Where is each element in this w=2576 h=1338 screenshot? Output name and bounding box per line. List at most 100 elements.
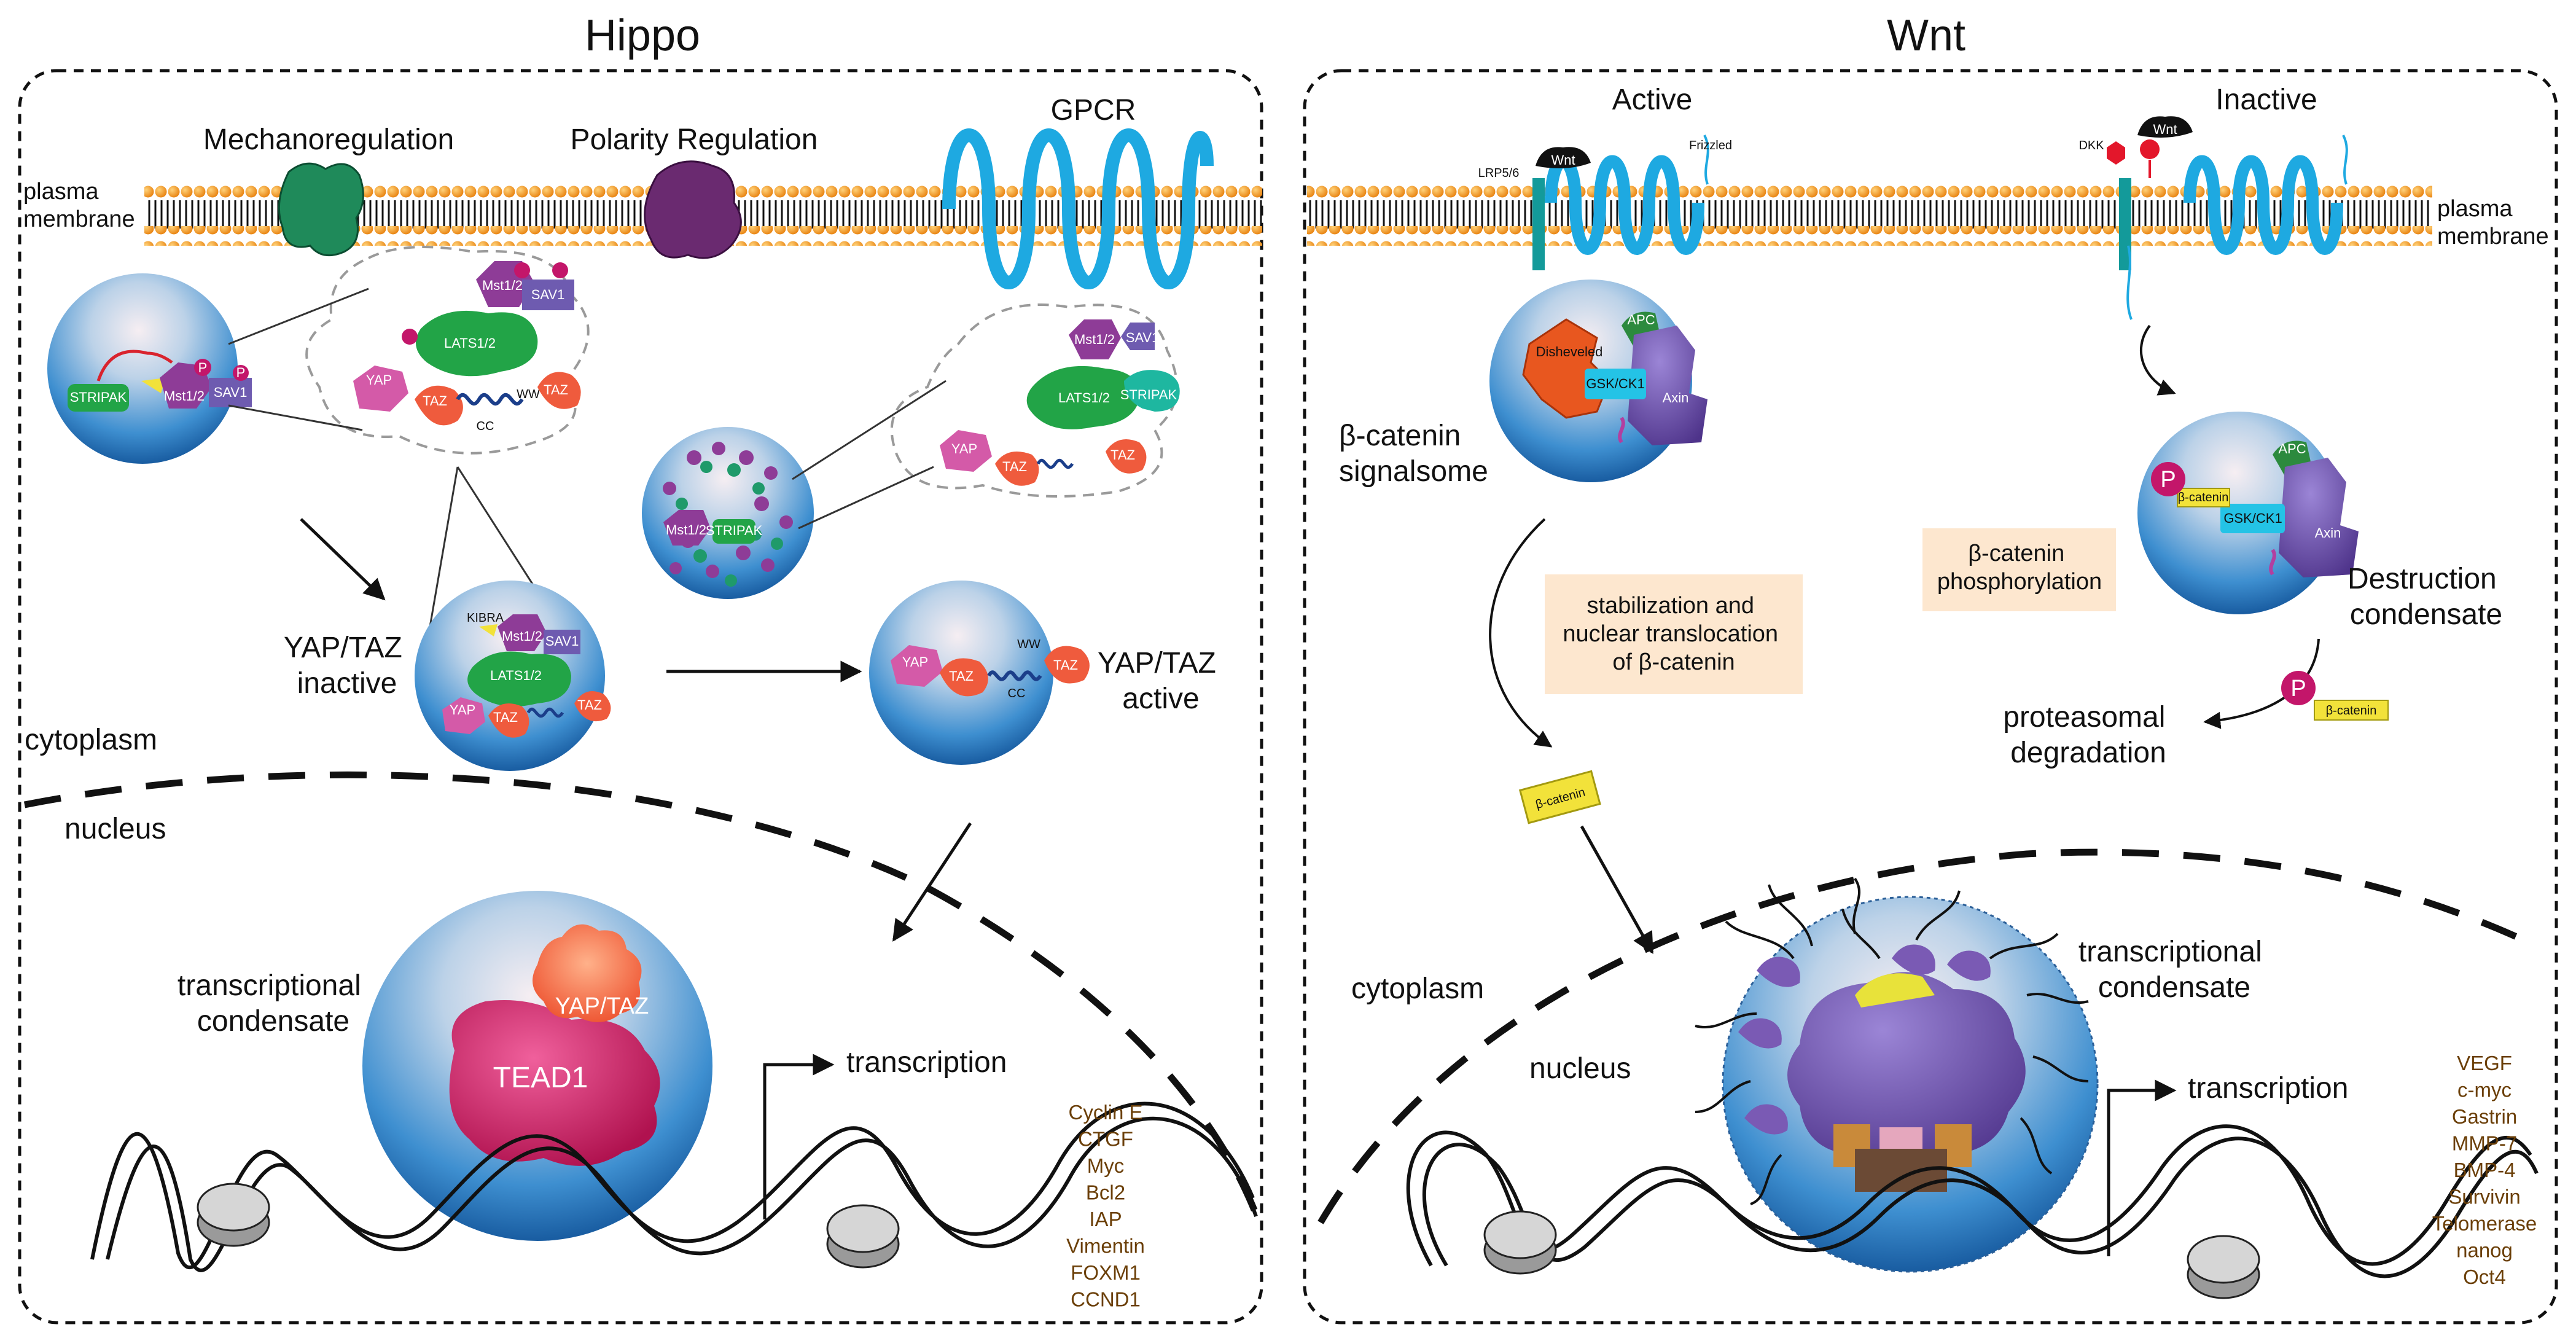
svg-text:TAZ: TAZ (493, 710, 518, 725)
hippo-nuclear-envelope (23, 771, 1263, 1224)
signalsome-label: β-catenin signalsome (1339, 420, 1488, 488)
dkk-label: DKK (2078, 139, 2104, 152)
svg-text:CC: CC (477, 420, 494, 433)
gene-hippo-2: Myc (1087, 1154, 1125, 1177)
svg-text:TAZ: TAZ (1002, 459, 1027, 474)
svg-text:TEAD1: TEAD1 (493, 1062, 588, 1094)
svg-text:Mst1/2: Mst1/2 (666, 522, 706, 538)
svg-text:YAP: YAP (951, 441, 977, 456)
wnt-signalsome-sphere: Disheveled APC Axin GSK/CK1 (1489, 280, 1708, 482)
hippo-zoom-line-6 (798, 466, 934, 530)
svg-text:Mst1/2: Mst1/2 (482, 278, 523, 293)
degradation-label: proteasomal degradation (2003, 701, 2173, 769)
wnt-membrane-label: plasma membrane (2437, 196, 2549, 249)
hippo-sphere-stripak: STRIPAK Mst1/2 SAV1 P P (47, 273, 252, 464)
wnt-nucleus-label: nucleus (1529, 1052, 1631, 1085)
gene-hippo-0: Cyclin E (1068, 1101, 1142, 1124)
svg-text:YAP: YAP (366, 372, 392, 388)
stabilization-box: stabilization and nuclear translocation … (1545, 574, 1803, 694)
yaptaz-active-label: YAP/TAZ active (1098, 647, 1224, 715)
svg-text:TAZ: TAZ (423, 393, 447, 409)
svg-text:APC: APC (1627, 312, 1655, 327)
hippo-arrow-to-inactive (300, 518, 386, 601)
svg-text:SAV1: SAV1 (1126, 330, 1160, 345)
gene-wnt-8: Oct4 (2463, 1266, 2506, 1288)
gene-wnt-1: c-myc (2457, 1079, 2512, 1101)
hippo-arrow-to-nucleus (892, 822, 972, 942)
hippo-cytoplasm-label: cytoplasm (25, 724, 157, 756)
svg-text:CC: CC (1008, 687, 1026, 700)
gene-wnt-6: Telomerase (2432, 1212, 2537, 1235)
hippo-zoom-line-3 (429, 466, 459, 627)
hippo-transcriptional-condensate: TEAD1 YAP/TAZ (362, 891, 712, 1241)
gene-hippo-3: Bcl2 (1086, 1181, 1125, 1204)
hippo-transcription-label: transcription (846, 1046, 1007, 1079)
hippo-zoom-line-1 (228, 288, 369, 345)
svg-text:TAZ: TAZ (1053, 657, 1078, 673)
svg-text:P: P (236, 365, 246, 380)
svg-text:Disheveled: Disheveled (1536, 344, 1603, 359)
svg-text:β-catenin phosphorylatio: β-catenin phosphorylation (1937, 541, 2102, 595)
svg-text:WW: WW (517, 388, 540, 401)
svg-text:P: P (2160, 467, 2176, 493)
svg-text:Mst1/2: Mst1/2 (1074, 332, 1115, 347)
hippo-sphere-stripak-cluster: Mst1/2 STRIPAK (642, 427, 814, 599)
hippo-nucleus-label: nucleus (64, 813, 166, 845)
gene-hippo-1: CTGF (1078, 1128, 1133, 1151)
svg-text:STRIPAK: STRIPAK (70, 389, 127, 405)
svg-text:Mst1/2: Mst1/2 (164, 388, 205, 404)
svg-text:Wnt: Wnt (2153, 122, 2177, 137)
hippo-nucleosome-left (197, 1183, 270, 1247)
wnt-destruction-sphere: APC Axin GSK/CK1 β-catenin P (2137, 412, 2359, 614)
hippo-zoom-line-5 (792, 380, 946, 480)
svg-text:APC: APC (2278, 441, 2306, 456)
hippo-nucleosome-right (826, 1204, 900, 1269)
svg-text:YAP: YAP (902, 654, 928, 670)
svg-text:KIBRA: KIBRA (467, 611, 504, 625)
svg-text:LATS1/2: LATS1/2 (490, 668, 542, 683)
wnt-transcription-label: transcription (2188, 1072, 2348, 1105)
wnt-inactive-receptor: Wnt (2107, 116, 2348, 320)
svg-text:GSK/CK1: GSK/CK1 (1586, 376, 1644, 391)
wnt-title: Wnt (1887, 11, 1965, 60)
wnt-panel-frame (1303, 69, 2558, 1324)
wnt-condensate-label: transcriptional condensate (2078, 936, 2270, 1004)
svg-text:STRIPAK: STRIPAK (1120, 387, 1177, 402)
gene-hippo-7: CCND1 (1071, 1288, 1141, 1311)
phosphorylation-box: β-catenin phosphorylation (1922, 528, 2116, 611)
mechanoregulation-label: Mechanoregulation (203, 123, 454, 156)
svg-text:LATS1/2: LATS1/2 (1058, 390, 1110, 405)
wnt-inactive-label: Inactive (2215, 84, 2317, 116)
free-beta-catenin: β-catenin (1518, 770, 1601, 824)
svg-text:β-catenin: β-catenin (2178, 491, 2229, 504)
mechano-receptor-shape (278, 162, 364, 257)
svg-text:Wnt: Wnt (1551, 152, 1575, 168)
wnt-arrow-to-nucleus (1580, 825, 1654, 955)
svg-text:SAV1: SAV1 (214, 385, 248, 400)
svg-text:P: P (2290, 676, 2306, 702)
svg-text:SAV1: SAV1 (531, 287, 565, 302)
gene-hippo-5: Vimentin (1066, 1235, 1145, 1258)
hippo-inset-right-complex: Mst1/2 SAV1 LATS1/2 STRIPAK YAP TAZ TAZ (940, 319, 1180, 486)
svg-text:TAZ: TAZ (1110, 447, 1135, 463)
gene-wnt-3: MMP-7 (2452, 1132, 2517, 1155)
svg-text:TAZ: TAZ (544, 382, 568, 397)
hippo-condensate-label: transcriptional condensate (178, 969, 369, 1038)
gene-wnt-2: Gastrin (2452, 1105, 2517, 1128)
svg-text:LATS1/2: LATS1/2 (444, 335, 496, 351)
gene-wnt-4: BMP-4 (2454, 1159, 2516, 1181)
phospho-beta-catenin: P β-catenin (2281, 671, 2389, 721)
wnt-arrow-to-destruction (2139, 324, 2176, 396)
gene-wnt-5: Survivin (2448, 1186, 2520, 1208)
gene-hippo-6: FOXM1 (1071, 1261, 1141, 1284)
hippo-inset-complex-outline (305, 246, 590, 455)
lrp-label: LRP5/6 (1478, 166, 1520, 180)
svg-text:Mst1/2: Mst1/2 (502, 628, 542, 644)
wnt-transcriptional-condensate (1695, 877, 2099, 1273)
wnt-transcription-arrow (2107, 1079, 2177, 1256)
svg-text:YAP/TAZ: YAP/TAZ (555, 993, 649, 1019)
wnt-nucleosome-right (2187, 1235, 2260, 1299)
wnt-arrow-stabilization (1489, 518, 1553, 748)
